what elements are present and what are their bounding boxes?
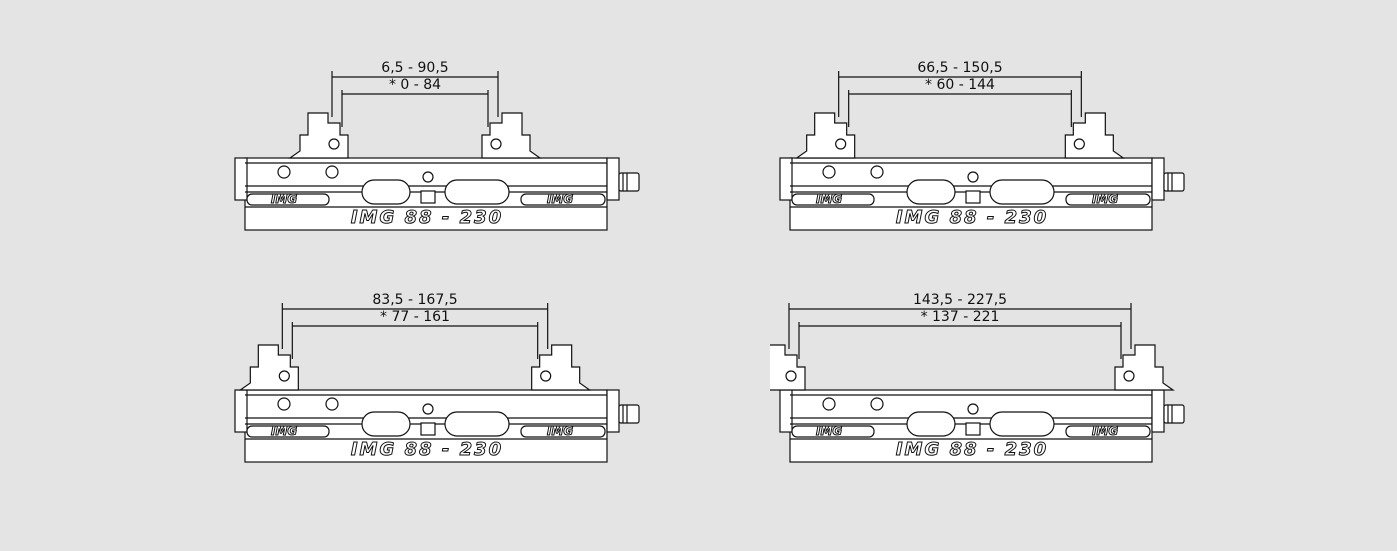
model-label: IMG 88 - 230 [350, 439, 504, 460]
center-hole [967, 171, 979, 183]
model-label: IMG 88 - 230 [350, 207, 504, 228]
logo-left: IMG [270, 424, 298, 438]
vise-outline [779, 71, 1185, 231]
vise-drawing-1: 6,5 - 90,5 * 0 - 84 IMG IMG IMG 88 - 230 [225, 55, 665, 255]
end-cap-left [779, 389, 793, 433]
jaw-right [531, 344, 592, 391]
mounting-hole [822, 397, 836, 411]
jaw-right-bolt [490, 138, 502, 150]
jaw-right-bolt [540, 370, 552, 382]
model-label: IMG 88 - 230 [895, 207, 1049, 228]
slot [361, 411, 411, 437]
slot [361, 179, 411, 205]
vise-outline [234, 303, 640, 463]
logo-panel-right [520, 193, 606, 206]
logo-right: IMG [546, 192, 574, 206]
slot [989, 179, 1055, 205]
jaw-right-bolt [1073, 138, 1085, 150]
center-badge [420, 190, 436, 204]
jaw-left-bolt [328, 138, 340, 150]
center-hole [422, 171, 434, 183]
jaw-right [1114, 344, 1175, 391]
jaw-left-bolt [835, 138, 847, 150]
center-hole [967, 403, 979, 415]
mounting-hole [870, 397, 884, 411]
mounting-hole [325, 397, 339, 411]
end-cap-right [606, 389, 620, 433]
jaw-right [481, 112, 542, 159]
vise-drawing-3: 83,5 - 167,5 * 77 - 161 IMG IMG IMG 88 -… [225, 287, 665, 487]
spindle-end [1163, 404, 1185, 424]
inner-range-label: * 0 - 84 [388, 77, 442, 93]
jaw-left [238, 344, 299, 391]
inner-range-label: * 60 - 144 [925, 77, 995, 93]
logo-panel-left [246, 193, 330, 206]
slot [444, 411, 510, 437]
logo-left: IMG [270, 192, 298, 206]
outer-range-label: 143,5 - 227,5 [912, 292, 1008, 308]
jaw-left [288, 112, 349, 159]
center-badge [965, 190, 981, 204]
spindle-end [618, 404, 640, 424]
end-cap-left [234, 389, 248, 433]
jaw-left-bolt [278, 370, 290, 382]
mounting-hole [277, 165, 291, 179]
slot [906, 411, 956, 437]
logo-right: IMG [1091, 192, 1119, 206]
jaw-right [1064, 112, 1126, 159]
end-cap-right [1151, 157, 1165, 201]
center-hole [422, 403, 434, 415]
logo-panel-left [791, 425, 875, 438]
slot [906, 179, 956, 205]
logo-panel-left [246, 425, 330, 438]
vise-drawing-4: 143,5 - 227,5 * 137 - 221 IMG IMG IMG 88… [770, 287, 1210, 487]
spindle-end [1163, 172, 1185, 192]
outer-range-label: 83,5 - 167,5 [372, 292, 458, 308]
end-cap-left [234, 157, 248, 201]
logo-panel-right [520, 425, 606, 438]
logo-right: IMG [1091, 424, 1119, 438]
model-label: IMG 88 - 230 [895, 439, 1049, 460]
inner-range-label: * 77 - 161 [380, 309, 450, 325]
center-badge [965, 422, 981, 436]
outer-range-label: 66,5 - 150,5 [917, 60, 1003, 76]
end-cap-left [779, 157, 793, 201]
slot [444, 179, 510, 205]
jaw-left [794, 112, 856, 159]
slot [989, 411, 1055, 437]
vise-outline [234, 71, 640, 231]
logo-panel-left [791, 193, 875, 206]
logo-right: IMG [546, 424, 574, 438]
jaw-left [770, 344, 806, 391]
jaw-left-bolt [785, 370, 797, 382]
logo-panel-right [1065, 193, 1151, 206]
logo-left: IMG [815, 424, 843, 438]
logo-left: IMG [815, 192, 843, 206]
logo-panel-right [1065, 425, 1151, 438]
outer-range-label: 6,5 - 90,5 [381, 60, 449, 76]
inner-range-label: * 137 - 221 [920, 309, 1000, 325]
mounting-hole [822, 165, 836, 179]
end-cap-right [1151, 389, 1165, 433]
mounting-hole [325, 165, 339, 179]
vise-drawing-2: 66,5 - 150,5 * 60 - 144 IMG IMG IMG 88 -… [770, 55, 1210, 255]
center-badge [420, 422, 436, 436]
mounting-hole [277, 397, 291, 411]
jaw-right-bolt [1123, 370, 1135, 382]
vise-outline [770, 303, 1185, 463]
end-cap-right [606, 157, 620, 201]
spindle-end [618, 172, 640, 192]
mounting-hole [870, 165, 884, 179]
